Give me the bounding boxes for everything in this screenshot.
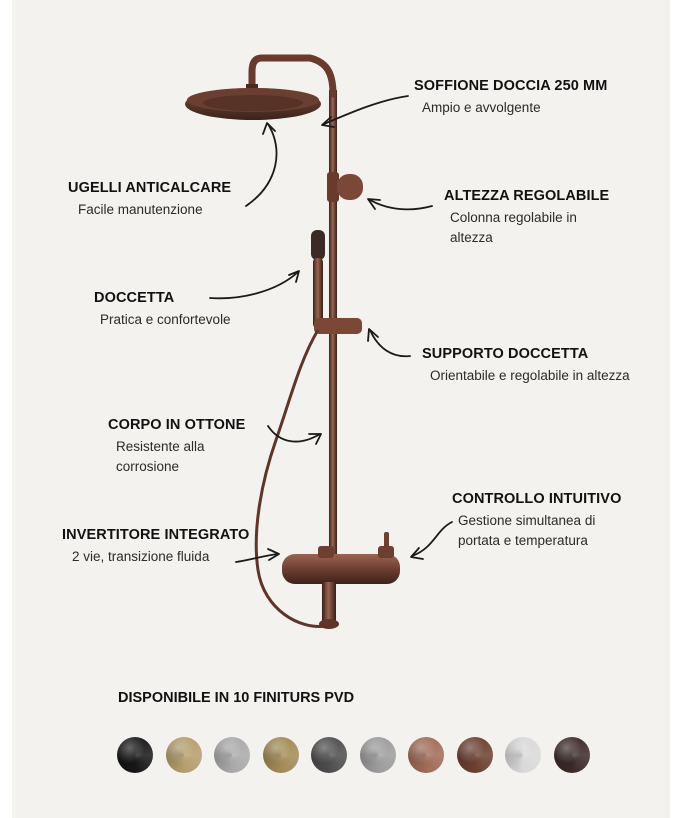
- feature-soffione: SOFFIONE DOCCIA 250 MM Ampio e avvolgent…: [414, 78, 607, 118]
- feature-corpo: CORPO IN OTTONE Resistente alla corrosio…: [108, 417, 245, 477]
- height-clamp: [327, 172, 339, 202]
- finish-swatch[interactable]: [553, 737, 590, 773]
- feature-title: CORPO IN OTTONE: [108, 417, 246, 433]
- arrowhead-doccetta: [288, 270, 300, 283]
- finish-swatch[interactable]: [456, 737, 493, 773]
- arrow-controllo: [411, 521, 453, 557]
- arrowhead-ugelli: [262, 122, 276, 135]
- feature-title: ALTEZZA REGOLABILE: [444, 188, 610, 204]
- arrow-doccetta: [209, 271, 299, 300]
- feature-supporto: SUPPORTO DOCCETTA Orientabile e regolabi…: [422, 346, 630, 386]
- finish-swatch[interactable]: [505, 737, 541, 773]
- finish-swatch[interactable]: [359, 737, 396, 773]
- arrowhead-soffione: [321, 116, 335, 128]
- finish-swatch[interactable]: [214, 737, 250, 773]
- feature-title: DOCCETTA: [94, 290, 175, 306]
- feature-desc: Resistente alla corrosione: [116, 439, 205, 474]
- arrow-supporto: [369, 329, 411, 358]
- arrowhead-invertitore: [267, 548, 280, 561]
- arrow-invertitore: [235, 553, 279, 563]
- arrow-altezza: [369, 199, 433, 211]
- feature-invertitore: INVERTITORE INTEGRATO 2 vie, transizione…: [62, 527, 249, 567]
- hand-shower-handle: [313, 258, 323, 328]
- arrow-ugelli: [245, 123, 278, 207]
- arrowhead-controllo: [410, 547, 424, 560]
- finish-swatch[interactable]: [408, 737, 444, 773]
- mixer-body: [282, 554, 400, 584]
- shower-head-connector: [246, 84, 258, 92]
- diverter-lever: [384, 532, 389, 558]
- finish-swatch[interactable]: [165, 737, 202, 773]
- feature-title: SUPPORTO DOCCETTA: [422, 346, 589, 362]
- feature-title: CONTROLLO INTUITIVO: [452, 491, 622, 507]
- feature-desc: Gestione simultanea di portata e tempera…: [458, 513, 596, 548]
- shower-arm: [248, 54, 337, 98]
- arrow-corpo: [267, 425, 321, 443]
- finish-swatch[interactable]: [311, 737, 347, 773]
- arrow-soffione: [323, 95, 409, 125]
- feature-altezza: ALTEZZA REGOLABILE Colonna regolabile in…: [444, 188, 610, 248]
- feature-desc: Colonna regolabile in altezza: [450, 210, 577, 245]
- feature-desc: Facile manutenzione: [78, 202, 203, 217]
- feature-desc: Ampio e avvolgente: [422, 100, 541, 115]
- background-panel: [12, 0, 670, 818]
- hand-shower-head: [311, 230, 325, 260]
- feature-ugelli: UGELLI ANTICALCARE Facile manutenzione: [68, 180, 231, 220]
- feature-desc: Pratica e confortevole: [100, 312, 231, 327]
- feature-title: INVERTITORE INTEGRATO: [62, 527, 250, 543]
- feature-desc: 2 vie, transizione fluida: [72, 549, 210, 564]
- arrowhead-corpo: [308, 433, 322, 445]
- finish-swatches: [117, 737, 590, 773]
- arrowhead-altezza: [367, 198, 381, 210]
- finishes-title: DISPONIBILE IN 10 FINITURS PVD: [118, 690, 355, 706]
- hand-shower-holder: [314, 318, 362, 334]
- feature-doccetta: DOCCETTA Pratica e confortevole: [94, 290, 231, 330]
- finish-swatch[interactable]: [262, 737, 299, 773]
- arrowhead-supporto: [367, 328, 379, 342]
- feature-desc: Orientabile e regolabile in altezza: [430, 368, 630, 383]
- feature-title: SOFFIONE DOCCIA 250 MM: [414, 78, 608, 94]
- finish-swatch[interactable]: [117, 737, 153, 773]
- feature-controllo: CONTROLLO INTUITIVO Gestione simultanea …: [452, 491, 628, 551]
- feature-title: UGELLI ANTICALCARE: [68, 180, 232, 196]
- shower-hose: [254, 329, 327, 628]
